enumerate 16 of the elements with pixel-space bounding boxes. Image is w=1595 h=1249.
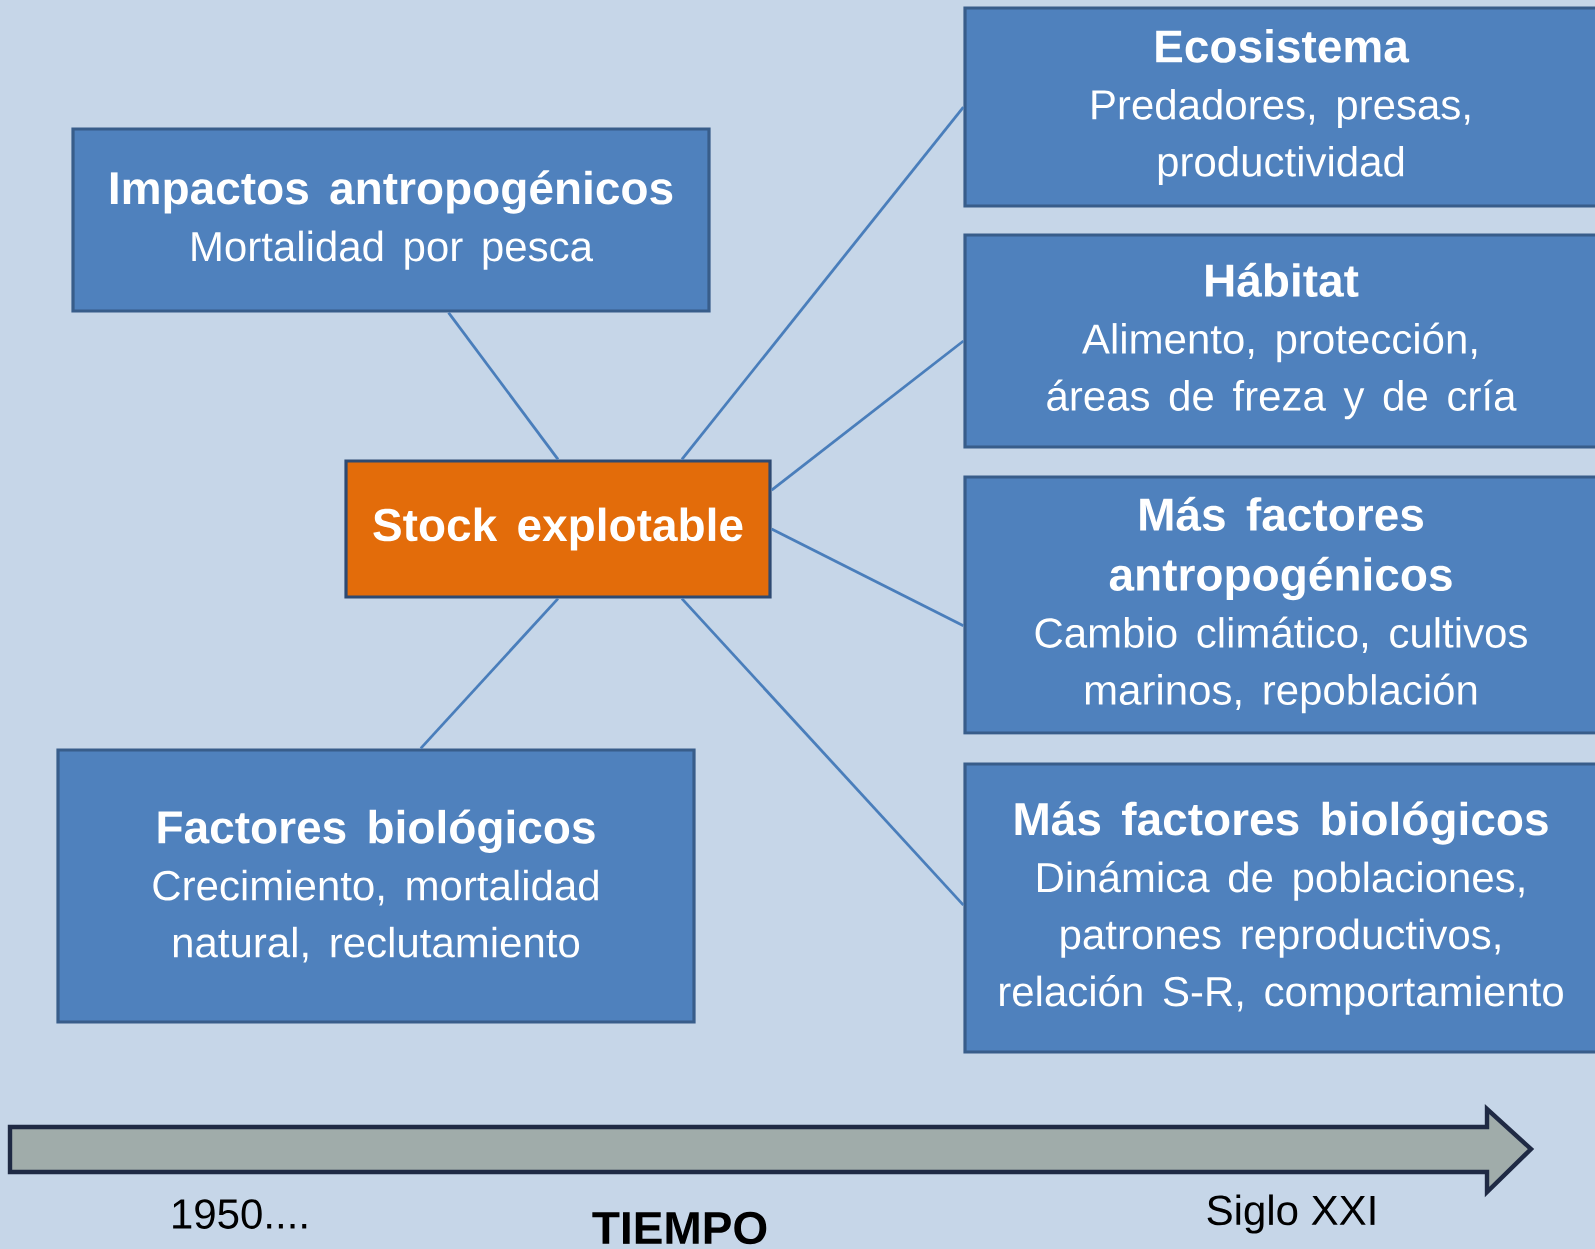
- text-box: Ecosistema Predadores, presas, productividad: [963, 6, 1595, 208]
- connector-line: [680, 106, 965, 461]
- axis-label: TIEMPO: [592, 1211, 767, 1245]
- connector-line: [770, 339, 965, 492]
- text-box: Más factores biológicos Dinámica de poblaciones, patrones reproductivos, relación S-R, comportamiento: [963, 762, 1595, 1054]
- axis-label: 1950....: [173, 1199, 307, 1229]
- text-box: Factores biológicos Crecimiento, mortalidad natural, reclutamiento: [56, 748, 696, 1024]
- axis-label: Siglo XXI: [1207, 1194, 1375, 1234]
- text-box: Hábitat Alimento, protección, áreas de freza y de cría: [963, 233, 1595, 449]
- connector-line: [680, 597, 965, 907]
- connector-line: [770, 527, 965, 627]
- connector-line: [447, 311, 560, 461]
- highlight-box: Stock explotable: [344, 459, 772, 599]
- text-box: Más factores antropogénicos Cambio climático, cultivos marinos, repoblación: [963, 475, 1595, 735]
- text-box: Impactos antropogénicos Mortalidad por pesca: [71, 127, 711, 313]
- connector-line: [419, 597, 560, 750]
